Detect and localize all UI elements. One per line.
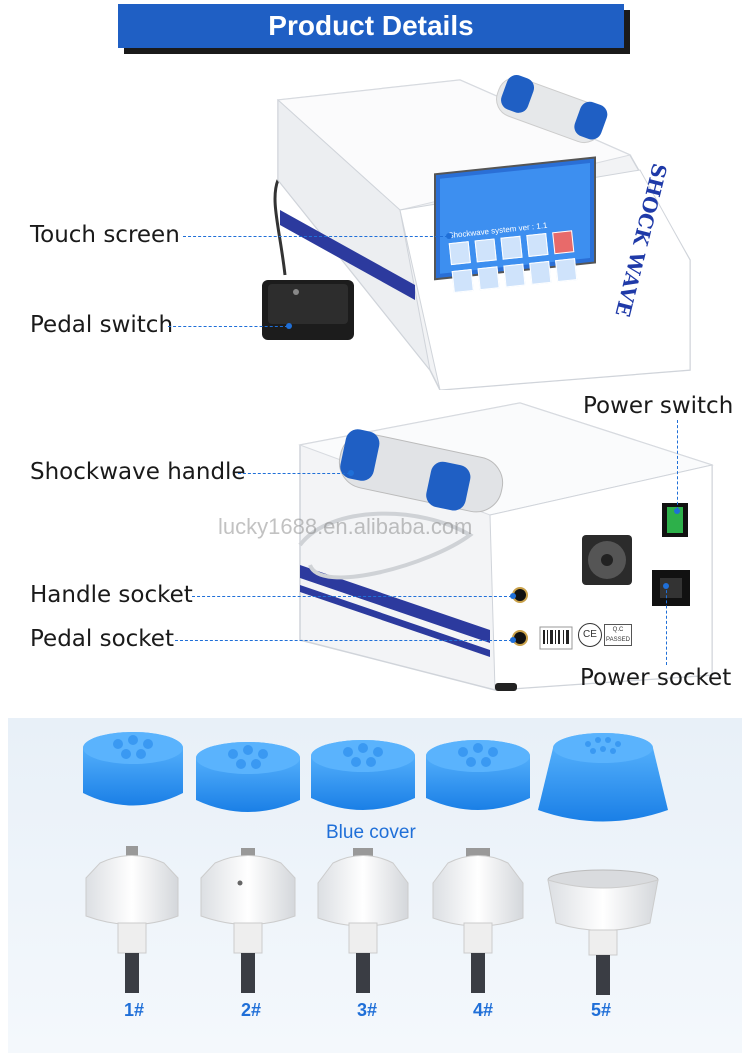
leader-power-socket (666, 585, 667, 665)
accessory-number: 2# (240, 1000, 262, 1020)
watermark: lucky1688.en.alibaba.com (218, 514, 473, 539)
leader-handle-socket (192, 596, 512, 597)
leader-touch-screen (183, 236, 448, 237)
screen-icon-grid (448, 229, 591, 313)
label-power-switch: Power switch (583, 393, 734, 419)
qc-stamp: Q.C PASSED (604, 624, 632, 646)
leader-dot (446, 233, 452, 239)
leader-pedal-switch (168, 326, 288, 327)
accessory-number: 4# (472, 1000, 494, 1020)
device-back-image (298, 402, 714, 691)
label-handle-socket: Handle socket (30, 582, 193, 608)
label-power-socket: Power socket (580, 665, 732, 691)
leader-dot (663, 583, 669, 589)
leader-dot (286, 323, 292, 329)
leader-pedal-socket (175, 640, 512, 641)
accessories-image (83, 732, 668, 995)
label-pedal-switch: Pedal switch (30, 312, 174, 338)
label-touch-screen: Touch screen (30, 222, 180, 248)
accessory-number: 5# (590, 1000, 612, 1020)
ce-mark: CE (578, 623, 602, 647)
leader-dot (348, 470, 354, 476)
label-pedal-socket: Pedal socket (30, 626, 174, 652)
page-title: Product Details (118, 4, 624, 48)
leader-shockwave-handle (238, 473, 350, 474)
accessory-number: 1# (123, 1000, 145, 1020)
leader-dot (674, 508, 680, 514)
accessory-number: 3# (356, 1000, 378, 1020)
leader-power-switch (677, 420, 678, 510)
leader-dot (510, 637, 516, 643)
leader-dot (510, 593, 516, 599)
label-shockwave-handle: Shockwave handle (30, 459, 246, 485)
device-front-image (262, 75, 691, 390)
blue-cover-label: Blue cover (326, 822, 416, 843)
